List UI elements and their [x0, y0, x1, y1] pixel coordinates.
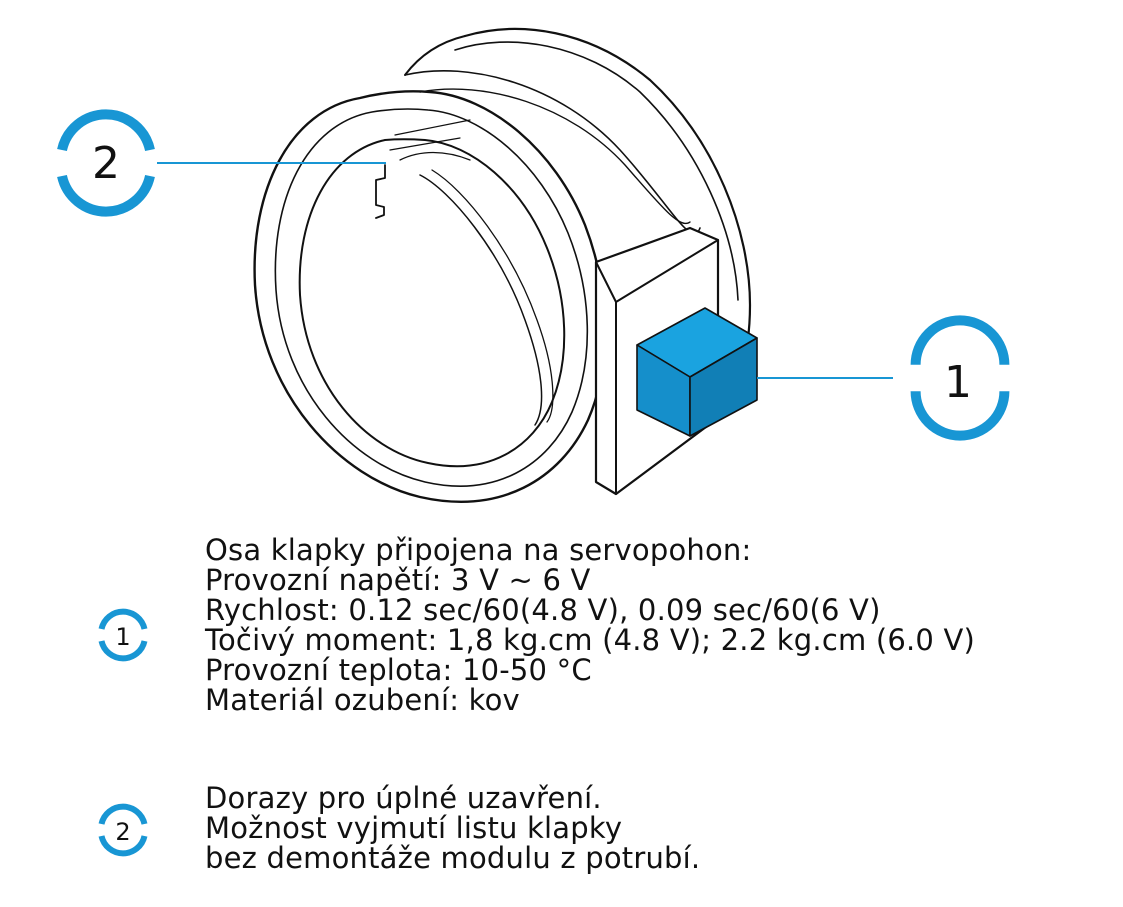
legend-servo-specs: Osa klapky připojena na servopohon: Prov…	[205, 535, 975, 715]
legend-servo-torque: Točivý moment: 1,8 kg.cm (4.8 V); 2.2 kg…	[205, 623, 976, 657]
blade-stop	[375, 164, 386, 219]
callout-2: 2	[57, 109, 155, 217]
legend-servo-gear-material: Materiál ozubení: kov	[205, 683, 520, 717]
legend-servo-voltage: Provozní napětí: 3 V ~ 6 V	[205, 563, 591, 597]
callout-2-number: 2	[92, 138, 120, 189]
damper-module-drawing: 1 2	[57, 27, 1010, 503]
legend-marker-2-number: 2	[115, 818, 130, 846]
legend-marker-1: 1	[98, 608, 148, 662]
callout-1-number: 1	[944, 357, 972, 408]
damper-blade	[419, 169, 554, 426]
legend-servo-temperature: Provozní teplota: 10-50 °C	[205, 653, 592, 687]
callout-1: 1	[910, 315, 1010, 441]
legend-stops-line-1: Dorazy pro úplné uzavření.	[205, 781, 602, 815]
legend-stops-line-3: bez demontáže modulu z potrubí.	[205, 841, 701, 875]
front-ring	[253, 90, 607, 503]
legend-servo-speed: Rychlost: 0.12 sec/60(4.8 V), 0.09 sec/6…	[205, 593, 881, 627]
legend-blade-stops: Dorazy pro úplné uzavření. Možnost vyjmu…	[205, 783, 700, 873]
callout-1-ring	[910, 315, 1010, 441]
legend-stops-line-2: Možnost vyjmutí listu klapky	[205, 811, 623, 845]
legend-marker-2: 2	[98, 803, 148, 857]
legend-servo-title: Osa klapky připojena na servopohon:	[205, 533, 752, 567]
callout-2-ring	[57, 109, 155, 217]
servo-motor-cube	[636, 307, 758, 437]
legend-marker-1-number: 1	[115, 623, 130, 651]
